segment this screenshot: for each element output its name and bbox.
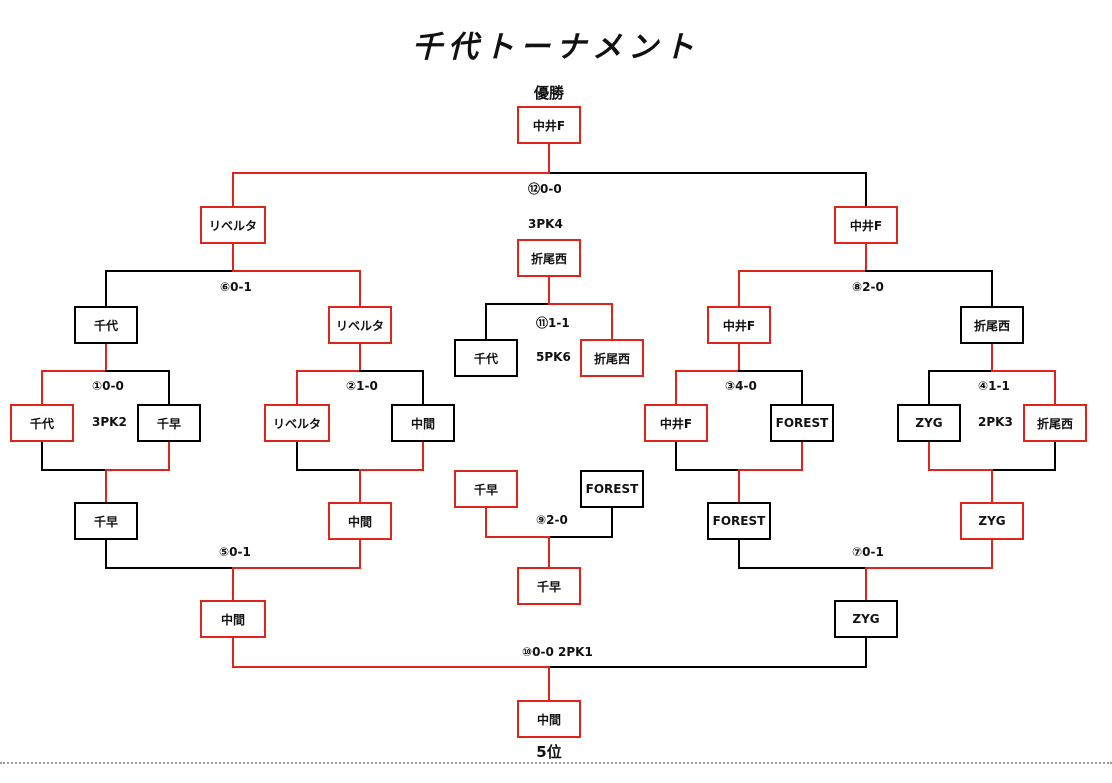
- line-m12-left-drop: [232, 172, 550, 207]
- line-m12-right-drop: [548, 172, 867, 207]
- line-m4-loser-b: [991, 437, 1056, 471]
- score-m4-pk: 2PK3: [978, 415, 1013, 429]
- team-m9-winner: 千早: [517, 567, 581, 605]
- score-m2: ②1-0: [346, 379, 378, 393]
- score-m12: ⑫0-0: [528, 182, 562, 196]
- page-divider: [0, 762, 1112, 768]
- champion-label: 優勝: [533, 84, 564, 102]
- line-m2-left: [296, 370, 361, 405]
- score-m8: ⑧2-0: [852, 280, 884, 294]
- line-m3-loser-b: [738, 437, 803, 471]
- team-semi-right-a: 中井F: [707, 306, 771, 344]
- team-m7-winner: ZYG: [834, 600, 898, 638]
- line-m10-left: [232, 633, 550, 668]
- fifth-place-label: 5位: [536, 743, 562, 761]
- line-m11-left: [485, 303, 550, 340]
- team-third-right: 折尾西: [580, 339, 644, 377]
- line-m6-right: [232, 270, 361, 307]
- team-r1-m2-b: 中間: [391, 404, 455, 442]
- score-m4: ④1-1: [978, 379, 1010, 393]
- score-m3: ③4-0: [725, 379, 757, 393]
- line-m8-left: [738, 270, 867, 307]
- team-r1-m1-a: 千代: [10, 404, 74, 442]
- team-r1-m1-b: 千早: [137, 404, 201, 442]
- team-third-winner: 折尾西: [517, 239, 581, 277]
- team-r1-m3-b: FOREST: [770, 404, 834, 442]
- line-m2-loser-a: [296, 437, 361, 471]
- line-m10-right: [548, 633, 867, 668]
- team-m9-b: FOREST: [580, 470, 644, 508]
- team-loser-left-a: 千早: [74, 502, 138, 540]
- line-m9-left: [485, 503, 550, 538]
- score-m1: ①0-0: [92, 379, 124, 393]
- score-m7: ⑦0-1: [852, 545, 884, 559]
- line-m11-right: [548, 303, 613, 340]
- score-m10: ⑩0-0 2PK1: [522, 645, 593, 659]
- line-m8-right: [865, 270, 993, 307]
- team-loser-right-a: FOREST: [707, 502, 771, 540]
- line-m2-loser-b: [359, 437, 424, 471]
- score-m12-pk: 3PK4: [528, 217, 563, 231]
- team-final-right: 中井F: [834, 206, 898, 244]
- line-m6-left: [105, 270, 234, 307]
- line-m3-loser-a: [675, 437, 740, 471]
- line-m3-right: [738, 370, 803, 405]
- line-m1-loser-a: [41, 437, 107, 471]
- team-third-left: 千代: [454, 339, 518, 377]
- team-final-winner: 中井F: [517, 106, 581, 144]
- team-r1-m2-a: リベルタ: [264, 404, 330, 442]
- line-m3-left: [675, 370, 740, 405]
- line-m4-left: [928, 370, 993, 405]
- line-m2-right: [359, 370, 424, 405]
- team-semi-left-b: リベルタ: [328, 306, 392, 344]
- line-m5-left: [105, 535, 234, 569]
- team-fifth-winner: 中間: [517, 700, 581, 738]
- line-m4-right: [991, 370, 1056, 405]
- team-m5-winner: 中間: [200, 600, 266, 638]
- team-final-left: リベルタ: [200, 206, 266, 244]
- line-m5-right: [232, 535, 361, 569]
- team-r1-m3-a: 中井F: [644, 404, 708, 442]
- score-m9: ⑨2-0: [536, 513, 568, 527]
- team-m9-a: 千早: [454, 470, 518, 508]
- line-m1-right: [105, 370, 170, 405]
- team-r1-m4-a: ZYG: [897, 404, 961, 442]
- score-m11: ⑪1-1: [536, 316, 570, 330]
- line-m7-left: [738, 535, 867, 569]
- score-m1-pk: 3PK2: [92, 415, 127, 429]
- line-m1-left: [41, 370, 107, 405]
- team-loser-right-b: ZYG: [960, 502, 1024, 540]
- line-m7-right: [865, 535, 993, 569]
- line-m9-right: [548, 503, 613, 538]
- page-title: 千代トーナメント: [412, 30, 700, 65]
- line-m1-loser-b: [105, 437, 170, 471]
- team-semi-left-a: 千代: [74, 306, 138, 344]
- team-r1-m4-b: 折尾西: [1023, 404, 1087, 442]
- score-m5: ⑤0-1: [219, 545, 251, 559]
- score-m11-pk: 5PK6: [536, 350, 571, 364]
- score-m6: ⑥0-1: [220, 280, 252, 294]
- team-loser-left-b: 中間: [328, 502, 392, 540]
- line-m4-loser-a: [928, 437, 993, 471]
- team-semi-right-b: 折尾西: [960, 306, 1024, 344]
